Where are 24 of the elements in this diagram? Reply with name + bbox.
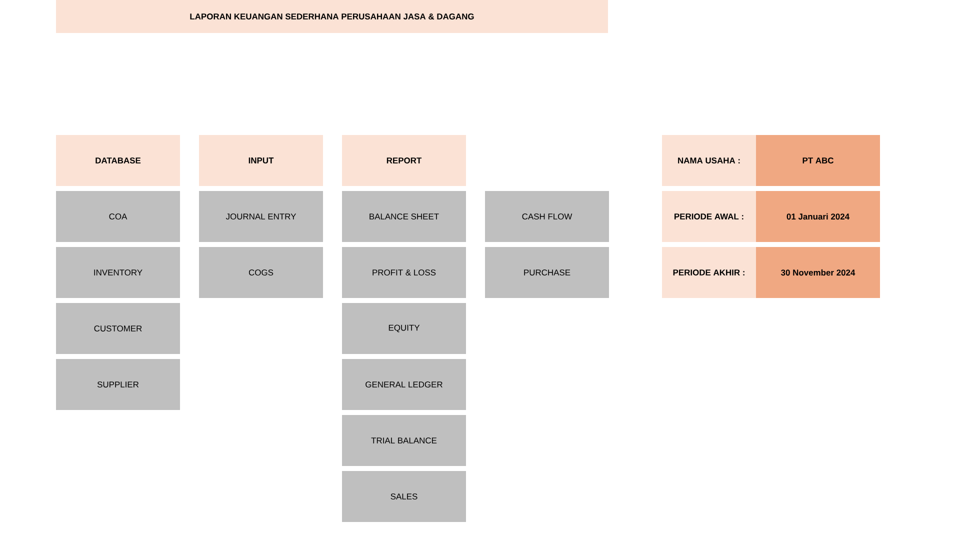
field-value: 01 Januari 2024: [756, 190, 880, 242]
menu-button: TRIAL BALANCE: [342, 414, 466, 466]
menu-button: CUSTOMER: [56, 302, 180, 354]
menu-button: CASH FLOW: [485, 190, 609, 242]
title-banner: LAPORAN KEUANGAN SEDERHANA PERUSAHAAN JASA & DAGANG: [56, 0, 608, 33]
menu-button: SUPPLIER: [56, 358, 180, 410]
menu-button: GENERAL LEDGER: [342, 358, 466, 410]
menu-button: JOURNAL ENTRY: [199, 190, 323, 242]
field-value: 30 November 2024: [756, 246, 880, 298]
menu-button: BALANCE SHEET: [342, 190, 466, 242]
menu-button: COA: [56, 190, 180, 242]
field-label: PERIODE AKHIR :: [662, 246, 756, 298]
menu-button: SALES: [342, 470, 466, 522]
section-header: REPORT: [342, 134, 466, 186]
field-label: PERIODE AWAL :: [662, 190, 756, 242]
field-value: PT ABC: [756, 134, 880, 186]
menu-button: PROFIT & LOSS: [342, 246, 466, 298]
menu-button: EQUITY: [342, 302, 466, 354]
field-label: NAMA USAHA :: [662, 134, 756, 186]
menu-button: INVENTORY: [56, 246, 180, 298]
menu-button: COGS: [199, 246, 323, 298]
section-header: INPUT: [199, 134, 323, 186]
section-header: DATABASE: [56, 134, 180, 186]
menu-button: PURCHASE: [485, 246, 609, 298]
